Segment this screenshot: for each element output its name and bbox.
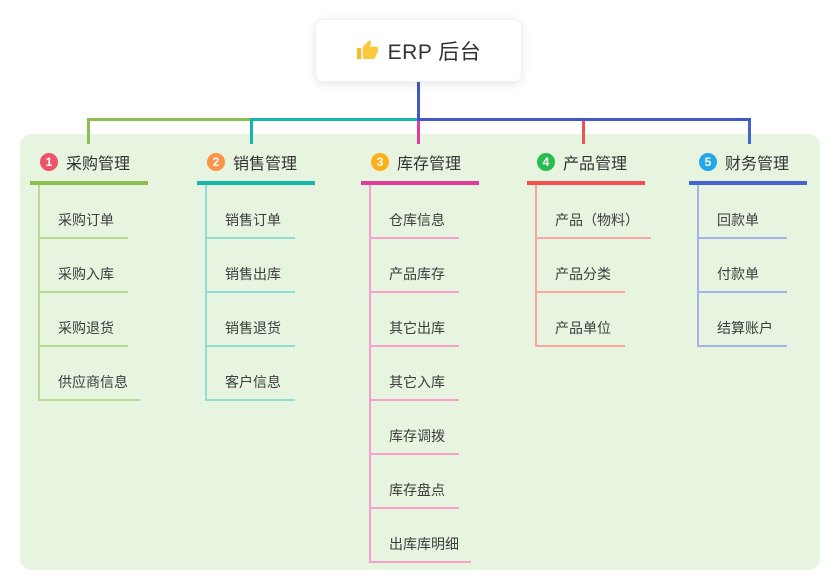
branch-children: 回款单付款单结算账户: [697, 185, 807, 347]
child-node[interactable]: 库存调拨: [371, 401, 459, 455]
branch-children: 仓库信息产品库存其它出库其它入库库存调拨库存盘点出库库明细: [369, 185, 479, 563]
branch-column: 4 产品管理 产品（物料）产品分类产品单位: [527, 147, 651, 347]
child-node[interactable]: 库存盘点: [371, 455, 459, 509]
connector-drop-2: [250, 121, 253, 144]
child-node[interactable]: 产品单位: [537, 293, 625, 347]
connector-root-stem: [417, 82, 420, 119]
child-node[interactable]: 客户信息: [207, 347, 295, 401]
child-node[interactable]: 其它入库: [371, 347, 459, 401]
child-node[interactable]: 产品（物料）: [537, 185, 651, 239]
connector-horizontal-mid: [250, 118, 420, 121]
root-title: ERP 后台: [387, 40, 482, 64]
branch-column: 1 采购管理 采购订单采购入库采购退货供应商信息: [30, 147, 148, 401]
branch-header[interactable]: 2 销售管理: [197, 147, 315, 185]
child-node[interactable]: 销售退货: [207, 293, 295, 347]
child-node[interactable]: 采购订单: [40, 185, 128, 239]
branch-column: 2 销售管理 销售订单销售出库销售退货客户信息: [197, 147, 315, 401]
branch-label: 库存管理: [397, 156, 462, 173]
child-node[interactable]: 仓库信息: [371, 185, 459, 239]
child-node[interactable]: 出库库明细: [371, 509, 471, 563]
branch-header[interactable]: 1 采购管理: [30, 147, 148, 185]
branch-children: 采购订单采购入库采购退货供应商信息: [38, 185, 148, 401]
child-node[interactable]: 回款单: [699, 185, 787, 239]
branch-label: 采购管理: [66, 156, 131, 173]
branch-header[interactable]: 3 库存管理: [361, 147, 479, 185]
child-node[interactable]: 销售订单: [207, 185, 295, 239]
child-node[interactable]: 产品分类: [537, 239, 625, 293]
connector-drop-5: [748, 121, 751, 144]
branch-number-badge: 4: [537, 153, 555, 171]
branch-header[interactable]: 4 产品管理: [527, 147, 645, 185]
branch-number-badge: 1: [40, 153, 58, 171]
thumbs-up-icon: [356, 39, 378, 60]
root-node[interactable]: ERP 后台: [315, 19, 522, 82]
branch-children: 产品（物料）产品分类产品单位: [535, 185, 651, 347]
child-node[interactable]: 供应商信息: [40, 347, 140, 401]
child-node[interactable]: 采购入库: [40, 239, 128, 293]
branch-label: 财务管理: [725, 156, 790, 173]
child-node[interactable]: 采购退货: [40, 293, 128, 347]
branch-column: 5 财务管理 回款单付款单结算账户: [689, 147, 807, 347]
branch-header[interactable]: 5 财务管理: [689, 147, 807, 185]
connector-drop-3: [417, 121, 420, 144]
branches-panel: [20, 134, 820, 570]
connector-drop-4: [582, 121, 585, 144]
child-node[interactable]: 付款单: [699, 239, 787, 293]
child-node[interactable]: 其它出库: [371, 293, 459, 347]
child-node[interactable]: 产品库存: [371, 239, 459, 293]
branch-column: 3 库存管理 仓库信息产品库存其它出库其它入库库存调拨库存盘点出库库明细: [361, 147, 479, 563]
branch-number-badge: 5: [699, 153, 717, 171]
child-node[interactable]: 结算账户: [699, 293, 787, 347]
branch-number-badge: 3: [371, 153, 389, 171]
branch-label: 销售管理: [233, 156, 298, 173]
connector-horizontal-right: [417, 118, 751, 121]
branch-number-badge: 2: [207, 153, 225, 171]
branch-label: 产品管理: [563, 156, 628, 173]
child-node[interactable]: 销售出库: [207, 239, 295, 293]
connector-horizontal-left: [87, 118, 250, 121]
connector-drop-1: [87, 121, 90, 144]
branch-children: 销售订单销售出库销售退货客户信息: [205, 185, 315, 401]
